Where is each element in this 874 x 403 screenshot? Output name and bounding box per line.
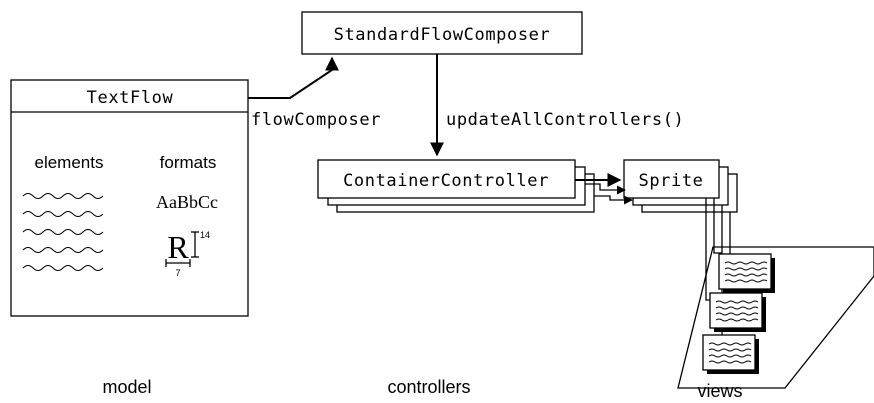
wave-line [22, 193, 104, 199]
sprite-stack-front [623, 159, 720, 199]
wave-line [22, 229, 104, 235]
view-page [709, 292, 766, 332]
text-flow-label: TextFlow [87, 88, 174, 108]
container-controller-label: ContainerController [343, 171, 549, 191]
wave-line [22, 265, 104, 271]
sprite-node: Sprite [623, 159, 738, 213]
formats-label: formats [160, 153, 217, 172]
wave-line [22, 247, 104, 253]
flow-composer-edge: flowComposer [248, 56, 381, 130]
container-controller-stack-front [317, 159, 576, 199]
update-all-controllers-label: updateAllControllers() [446, 110, 684, 130]
format-sample: AaBbCc [156, 192, 218, 212]
glyph-metrics-icon: R 14 7 [165, 229, 210, 278]
standard-flow-composer-node: StandardFlowComposer [301, 11, 583, 55]
glyph-sample: R [167, 229, 189, 265]
elements-label: elements [35, 153, 104, 172]
model-section-label: model [102, 377, 151, 397]
element-waves [22, 193, 104, 271]
views-section-label: views [697, 381, 742, 401]
update-all-controllers-edge: updateAllControllers() [430, 54, 684, 157]
controller-sprite-arrows [575, 173, 633, 205]
wave-line [22, 211, 104, 217]
view-page [718, 253, 775, 293]
view-page [702, 334, 759, 374]
standard-flow-composer-label: StandardFlowComposer [334, 25, 551, 45]
controllers-section-label: controllers [387, 377, 470, 397]
container-controller-node: ContainerController [317, 159, 595, 213]
text-flow-node: TextFlow elements formats AaBbCc R 14 7 [10, 79, 249, 317]
size-label: 14 [200, 230, 210, 240]
sprite-label: Sprite [638, 171, 703, 191]
width-label: 7 [175, 268, 180, 278]
flow-composer-label: flowComposer [251, 110, 381, 130]
